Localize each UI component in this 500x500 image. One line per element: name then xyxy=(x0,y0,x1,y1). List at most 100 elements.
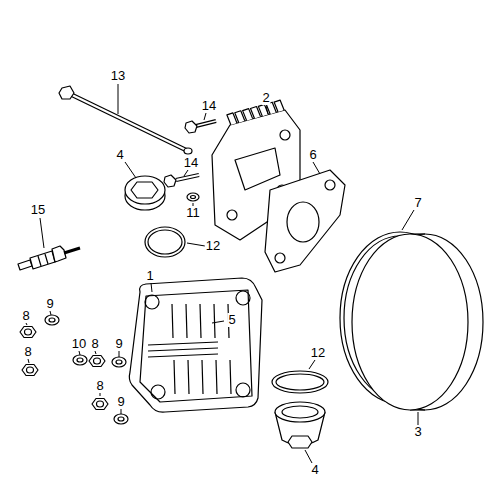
callout-number: 9 xyxy=(116,395,125,409)
leader-line xyxy=(26,323,27,325)
stud-bolt xyxy=(68,93,188,151)
leader-line xyxy=(309,360,315,369)
callout-number: 8 xyxy=(21,309,30,323)
callout-number: 13 xyxy=(110,69,126,83)
cooling-fin xyxy=(148,354,218,357)
gasket xyxy=(265,170,345,272)
stud-bolt xyxy=(68,93,188,151)
leader-line xyxy=(266,106,268,114)
washer xyxy=(116,360,122,364)
cooling-fin xyxy=(186,304,187,338)
hex-bolt xyxy=(196,121,216,126)
callout-number: 4 xyxy=(115,148,124,162)
cooling-fin xyxy=(216,360,217,394)
callout-number: 3 xyxy=(413,425,422,439)
plug-cap xyxy=(275,402,325,422)
gasket xyxy=(325,180,335,190)
leader-line xyxy=(121,409,122,414)
head-cover xyxy=(148,304,231,394)
callout-number: 4 xyxy=(310,463,319,477)
hex-bolt xyxy=(176,175,199,180)
leader-line xyxy=(95,351,96,354)
callout-number: 15 xyxy=(30,203,46,217)
cooling-fin xyxy=(148,342,218,345)
callout-number: 7 xyxy=(413,196,422,210)
spark-plug xyxy=(52,246,66,262)
spark-plug xyxy=(18,246,80,270)
cam-holder xyxy=(235,148,280,190)
hex-nut xyxy=(22,365,38,376)
stud-bolt xyxy=(59,86,192,154)
callout-number: 9 xyxy=(45,297,54,311)
side-cover xyxy=(352,234,468,410)
hex-nut xyxy=(25,329,32,335)
gasket xyxy=(287,202,319,242)
washer xyxy=(187,193,199,201)
callout-number: 12 xyxy=(310,346,326,360)
cooling-fin xyxy=(214,304,215,338)
head-cover xyxy=(129,278,262,412)
callout-number: 5 xyxy=(227,313,236,327)
leader-line xyxy=(125,162,136,178)
washer xyxy=(112,357,126,367)
plug-cap xyxy=(131,182,158,198)
gasket xyxy=(275,253,285,263)
leader-line xyxy=(212,321,224,323)
cooling-fin xyxy=(148,348,218,351)
callout-number: 8 xyxy=(90,337,99,351)
hex-bolt xyxy=(176,175,199,180)
callout-number: 6 xyxy=(308,148,317,162)
hex-bolt xyxy=(185,121,216,133)
cooling-fin xyxy=(174,360,175,394)
hex-bolt xyxy=(164,175,176,187)
callout-number: 8 xyxy=(23,345,32,359)
leader-line xyxy=(79,351,80,355)
callout-number: 14 xyxy=(183,156,199,170)
cooling-fin xyxy=(230,360,231,394)
hex-nut xyxy=(94,358,101,364)
cooling-fin xyxy=(188,360,189,394)
cooling-fin xyxy=(200,304,201,338)
callout-number: 10 xyxy=(71,337,87,351)
leader-line xyxy=(187,243,205,246)
washer xyxy=(187,193,199,201)
leader-line xyxy=(40,218,44,248)
leader-line xyxy=(204,113,206,120)
o-ring xyxy=(272,371,328,393)
plug-cap xyxy=(282,406,318,418)
head-cover xyxy=(151,385,165,399)
head-cover xyxy=(236,291,250,305)
leader-line xyxy=(151,283,152,292)
spark-plug xyxy=(18,260,32,270)
gasket xyxy=(265,170,345,272)
hex-bolt xyxy=(164,175,199,187)
washer xyxy=(118,417,124,421)
washer xyxy=(49,318,55,322)
washer xyxy=(191,196,196,199)
washer xyxy=(45,315,59,325)
cam-holder xyxy=(280,130,290,140)
o-ring xyxy=(145,227,185,257)
plug-cap xyxy=(275,402,325,448)
leader-line xyxy=(313,162,320,174)
head-cover xyxy=(129,278,262,412)
stud-bolt xyxy=(184,148,192,154)
leader-line xyxy=(28,359,29,363)
cam-holder xyxy=(227,210,237,220)
washer xyxy=(73,355,87,365)
leader-lines xyxy=(26,84,418,463)
leader-line xyxy=(100,393,101,396)
hex-bolt xyxy=(185,121,197,133)
stud-bolt xyxy=(59,86,74,99)
spark-plug xyxy=(38,256,41,266)
washer xyxy=(77,358,83,362)
hex-nut xyxy=(92,399,108,410)
head-cover xyxy=(140,290,252,402)
head-cover xyxy=(236,383,250,397)
leader-line xyxy=(50,311,51,315)
nuts-and-washers xyxy=(20,315,128,424)
plug-cap xyxy=(125,176,165,210)
washer xyxy=(114,414,128,424)
